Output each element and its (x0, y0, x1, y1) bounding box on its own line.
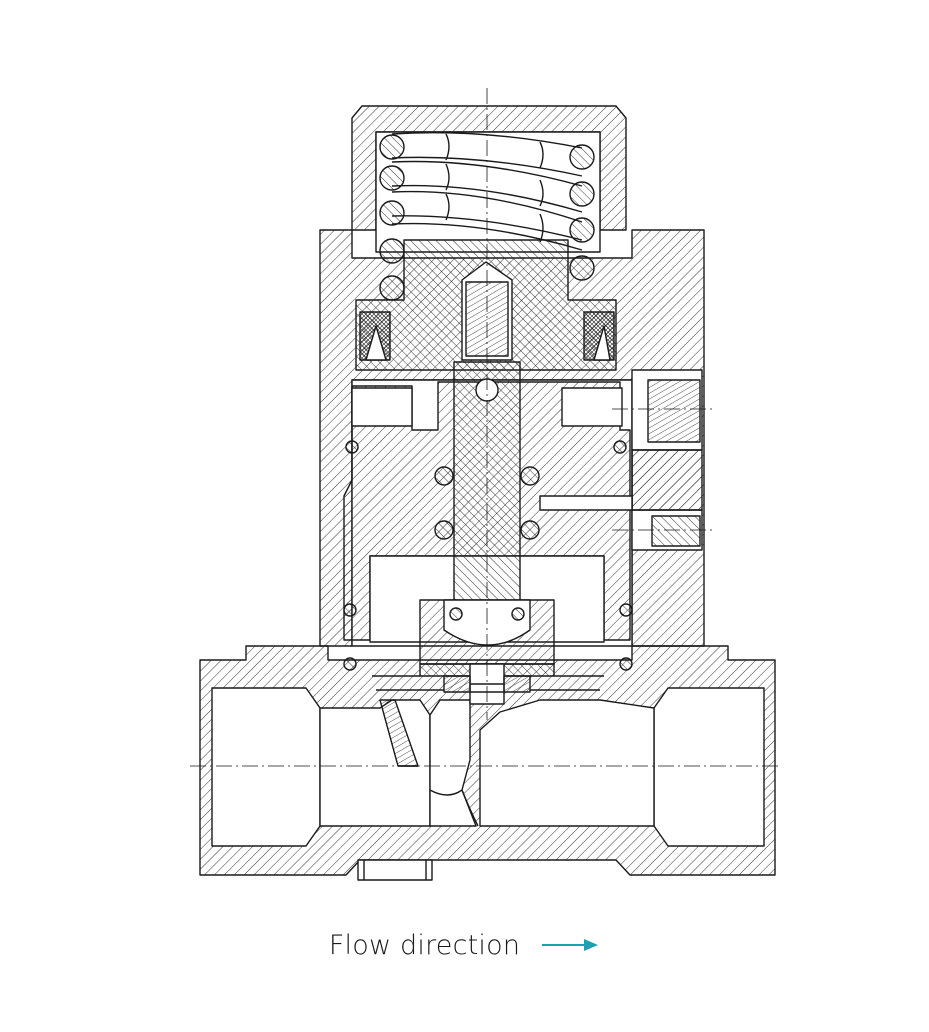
spring-cap (351, 105, 627, 253)
o-rings (343, 440, 633, 671)
flow-direction-caption: Flow direction (0, 925, 929, 965)
valve-body (199, 645, 776, 881)
valve-disc (372, 599, 604, 705)
spring (379, 131, 595, 301)
right-arrow-icon (542, 939, 599, 951)
flow-direction-label: Flow direction (328, 929, 521, 961)
center-lines (190, 88, 780, 767)
